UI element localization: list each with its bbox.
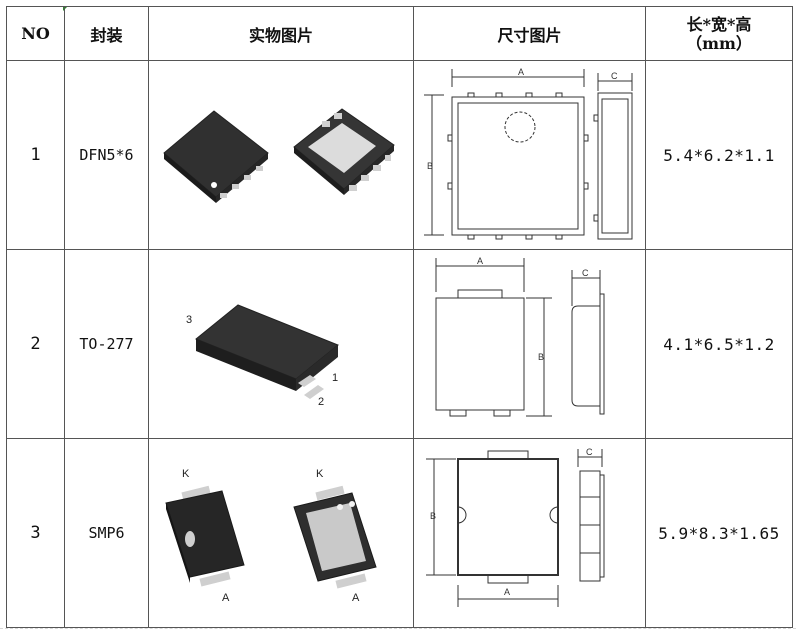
package-photo-cell: K A K A	[148, 438, 414, 628]
header-size-line2: （mm）	[686, 33, 752, 53]
header-size: 长*宽*高 （mm）	[645, 6, 793, 61]
drawing-label-c: C	[586, 447, 593, 457]
cathode-label-k: K	[316, 468, 324, 480]
to277-package-photo: 3 1 2	[186, 304, 339, 408]
package-size: 5.4*6.2*1.1	[645, 60, 793, 250]
drawing-label-b: B	[538, 352, 544, 362]
cathode-label-k: K	[182, 468, 190, 480]
table-row: 1 DFN5*6	[6, 60, 793, 250]
pin-label-3: 3	[186, 314, 192, 326]
dimension-drawing-cell: A B C	[413, 60, 646, 250]
to277-dimension-drawing: A B C	[435, 256, 604, 417]
header-row: NO 封装 实物图片 尺寸图片 长*宽*高 （mm）	[6, 6, 793, 61]
package-photo-cell: 3 1 2	[148, 249, 414, 439]
drawing-label-c: C	[582, 268, 589, 278]
header-package: 封装	[64, 6, 149, 61]
dfn-top-view-image	[163, 110, 269, 203]
row-number: 2	[6, 249, 65, 439]
package-name: SMP6	[64, 438, 149, 628]
smp6-dimension-drawing: B A C	[425, 447, 604, 607]
package-table: NO 封装 实物图片 尺寸图片 长*宽*高 （mm） 1 DFN5*6	[6, 6, 793, 628]
header-size-line1: 长*宽*高	[686, 14, 752, 34]
smp6-top-view-image	[165, 485, 245, 587]
header-dimension-drawing: 尺寸图片	[413, 6, 646, 61]
next-row-gridline	[0, 628, 796, 629]
anode-label-a: A	[352, 592, 360, 603]
to277-package-image	[195, 304, 339, 399]
drawing-label-b: B	[427, 161, 433, 171]
dimension-drawing-cell: A B C	[413, 249, 646, 439]
dfn-bottom-view-image	[293, 108, 395, 195]
pin-label-2: 2	[318, 396, 324, 408]
package-size: 4.1*6.5*1.2	[645, 249, 793, 439]
anode-label-a: A	[222, 592, 230, 603]
smp6-package-photo: K A K A	[165, 468, 377, 603]
header-no: NO	[6, 6, 65, 61]
package-name: DFN5*6	[64, 60, 149, 250]
row-number: 1	[6, 60, 65, 250]
dfn-package-photo	[163, 108, 395, 203]
table-row: 2 TO-277 3 1 2	[6, 249, 793, 439]
table-row: 3 SMP6	[6, 438, 793, 628]
header-photo: 实物图片	[148, 6, 414, 61]
package-size: 5.9*8.3*1.65	[645, 438, 793, 628]
drawing-label-a: A	[518, 67, 524, 77]
package-name: TO-277	[64, 249, 149, 439]
pin-label-1: 1	[332, 372, 338, 384]
drawing-label-a: A	[477, 256, 483, 266]
drawing-label-b: B	[430, 511, 436, 521]
package-photo-cell	[148, 60, 414, 250]
dimension-drawing-cell: B A C	[413, 438, 646, 628]
smp6-bottom-view-image	[293, 485, 377, 589]
drawing-label-a: A	[504, 587, 510, 597]
drawing-label-c: C	[611, 71, 618, 81]
dfn-dimension-drawing: A B C	[423, 67, 632, 240]
row-number: 3	[6, 438, 65, 628]
